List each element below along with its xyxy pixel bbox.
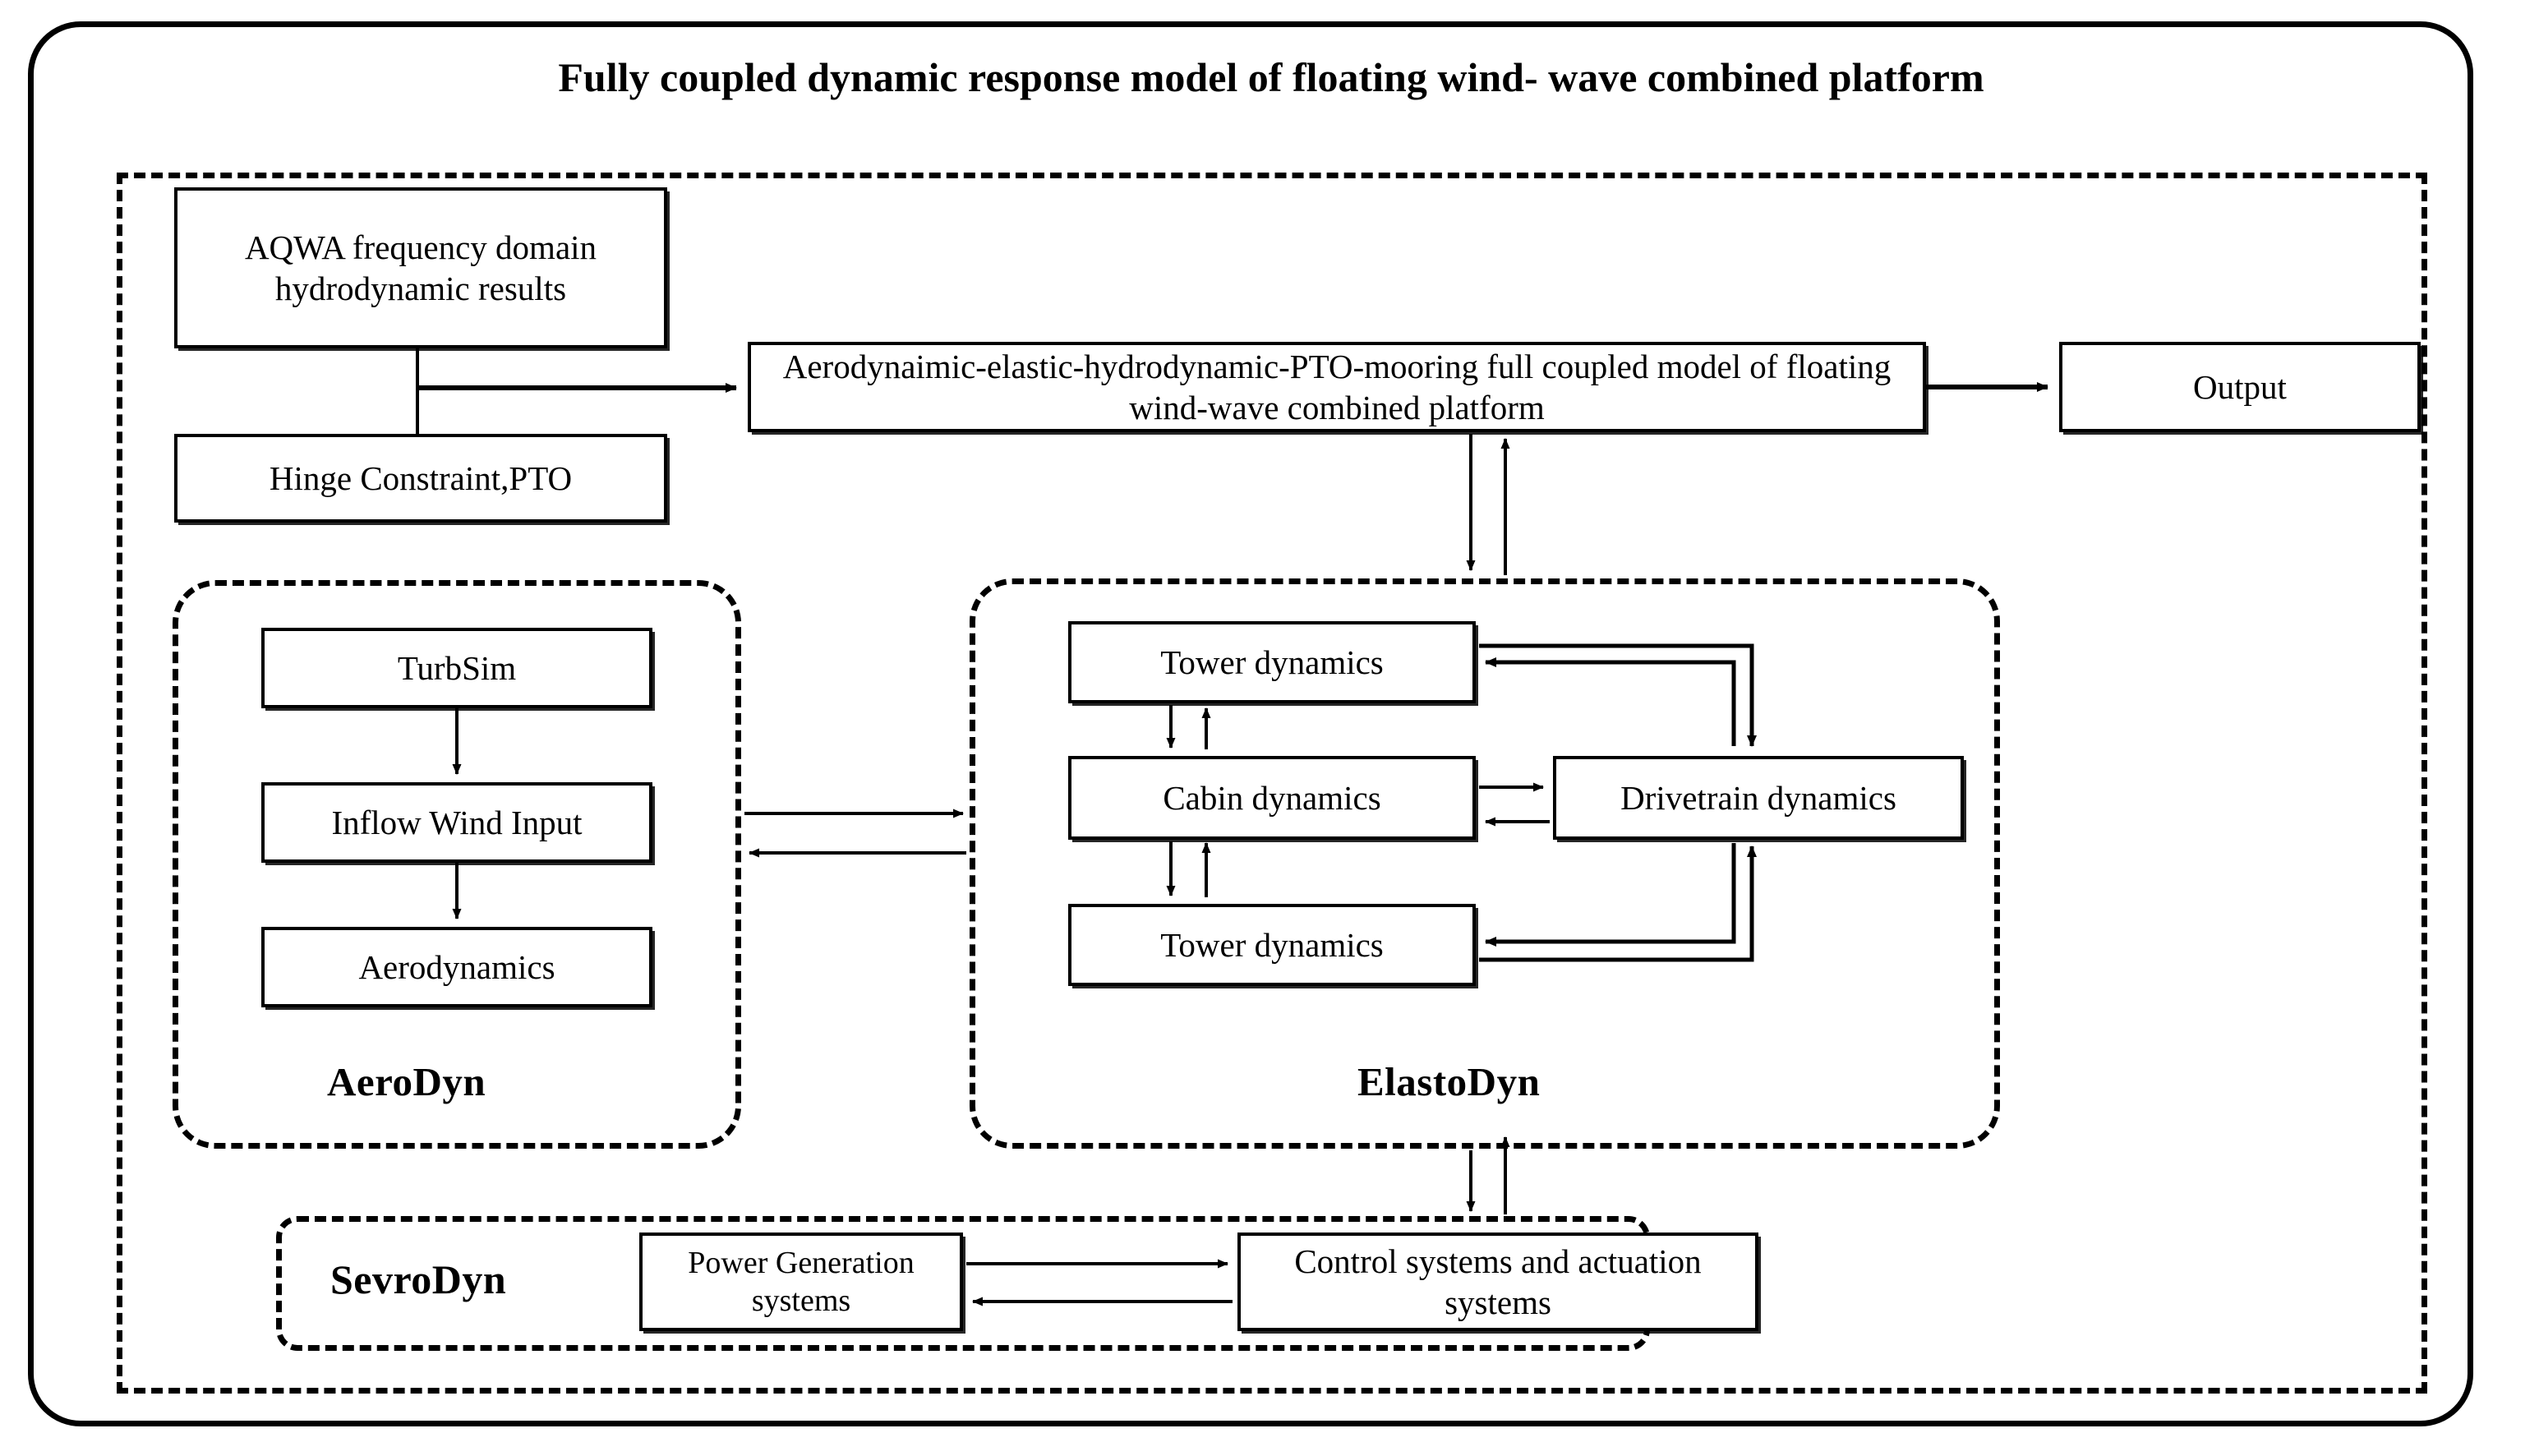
node-label: Output: [2193, 367, 2287, 406]
node-label: TurbSim: [397, 648, 517, 687]
group-elastodyn: [970, 578, 2000, 1149]
node-tower-dynamics-bottom[interactable]: Tower dynamics: [1068, 904, 1476, 986]
node-hinge-constraint-pto[interactable]: Hinge Constraint,PTO: [174, 434, 667, 523]
node-label: Tower dynamics: [1160, 925, 1384, 964]
title-line-2: wave combined platform: [1548, 54, 1984, 100]
node-control-actuation-systems[interactable]: Control systems and actuation systems: [1237, 1233, 1758, 1331]
node-drivetrain-dynamics[interactable]: Drivetrain dynamics: [1553, 756, 1964, 840]
page-title: Fully coupled dynamic response model of …: [503, 51, 2039, 104]
group-label-elastodyn: ElastoDyn: [1357, 1059, 1541, 1104]
node-aqwa-frequency-domain[interactable]: AQWA frequency domain hydrodynamic resul…: [174, 187, 667, 348]
group-label-aerodyn: AeroDyn: [327, 1059, 486, 1104]
node-label: Tower dynamics: [1160, 643, 1384, 681]
node-inflow-wind-input[interactable]: Inflow Wind Input: [261, 782, 652, 863]
node-label: Hinge Constraint,PTO: [269, 458, 573, 497]
group-label-sevrodyn: SevroDyn: [330, 1256, 507, 1302]
node-label: Aerodynaimic-elastic-hydrodynamic-PTO-mo…: [782, 347, 1892, 426]
node-label: Aerodynamics: [358, 947, 555, 986]
node-turbsim[interactable]: TurbSim: [261, 628, 652, 708]
node-label: AQWA frequency domain hydrodynamic resul…: [244, 228, 597, 307]
node-cabin-dynamics[interactable]: Cabin dynamics: [1068, 756, 1476, 840]
title-line-1: Fully coupled dynamic response model of …: [558, 54, 1538, 100]
node-label: Power Generation systems: [688, 1245, 915, 1318]
node-coupled-model[interactable]: Aerodynaimic-elastic-hydrodynamic-PTO-mo…: [748, 342, 1926, 432]
node-aerodynamics[interactable]: Aerodynamics: [261, 927, 652, 1007]
node-label: Cabin dynamics: [1163, 778, 1381, 817]
node-label: Control systems and actuation systems: [1294, 1242, 1702, 1321]
node-power-generation-systems[interactable]: Power Generation systems: [639, 1233, 963, 1331]
node-label: Drivetrain dynamics: [1620, 778, 1896, 817]
inner-dashed-frame: [117, 173, 2427, 1394]
node-tower-dynamics-top[interactable]: Tower dynamics: [1068, 621, 1476, 703]
outer-rounded-frame: [28, 21, 2473, 1426]
node-output[interactable]: Output: [2059, 342, 2421, 432]
group-aerodyn: [173, 580, 741, 1149]
node-label: Inflow Wind Input: [331, 803, 583, 841]
